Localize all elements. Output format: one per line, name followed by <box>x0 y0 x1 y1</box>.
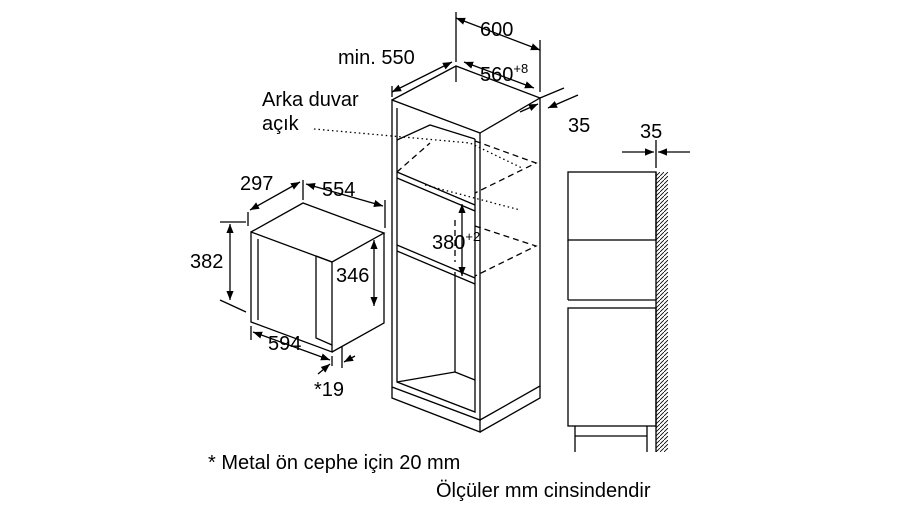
dim-560: 560+8 <box>480 62 528 85</box>
dim-560-tolerance: +8 <box>513 61 529 76</box>
dim-382: 382 <box>190 251 224 273</box>
side-view <box>567 171 657 452</box>
note-metal-front: * Metal ön cephe için 20 mm <box>208 452 461 474</box>
dim-554: 554 <box>322 179 356 201</box>
dim-35-top: 35 <box>568 115 591 137</box>
note-units: Ölçüler mm cinsindendir <box>436 480 651 502</box>
wall-hatch <box>656 172 668 452</box>
dim-380-value: 380 <box>432 232 466 254</box>
dim-19: *19 <box>314 379 345 401</box>
dim-380: 380+2 <box>432 230 480 253</box>
hidden-lines <box>396 140 538 277</box>
dim-600: 600 <box>480 19 514 41</box>
tall-cabinet <box>391 65 541 433</box>
dim-297: 297 <box>240 173 274 195</box>
dim-594: 594 <box>268 333 302 355</box>
dim-346: 346 <box>336 265 370 287</box>
rear-wall-leader <box>313 128 523 169</box>
rear-wall-label-line2: açık <box>262 113 299 135</box>
rear-wall-label-line1: Arka duvar <box>262 89 359 111</box>
dim-35-side: 35 <box>640 121 663 143</box>
dim-380-tolerance: +2 <box>465 229 481 244</box>
dim-min-550: min. 550 <box>338 47 415 69</box>
dim-560-value: 560 <box>480 64 514 86</box>
